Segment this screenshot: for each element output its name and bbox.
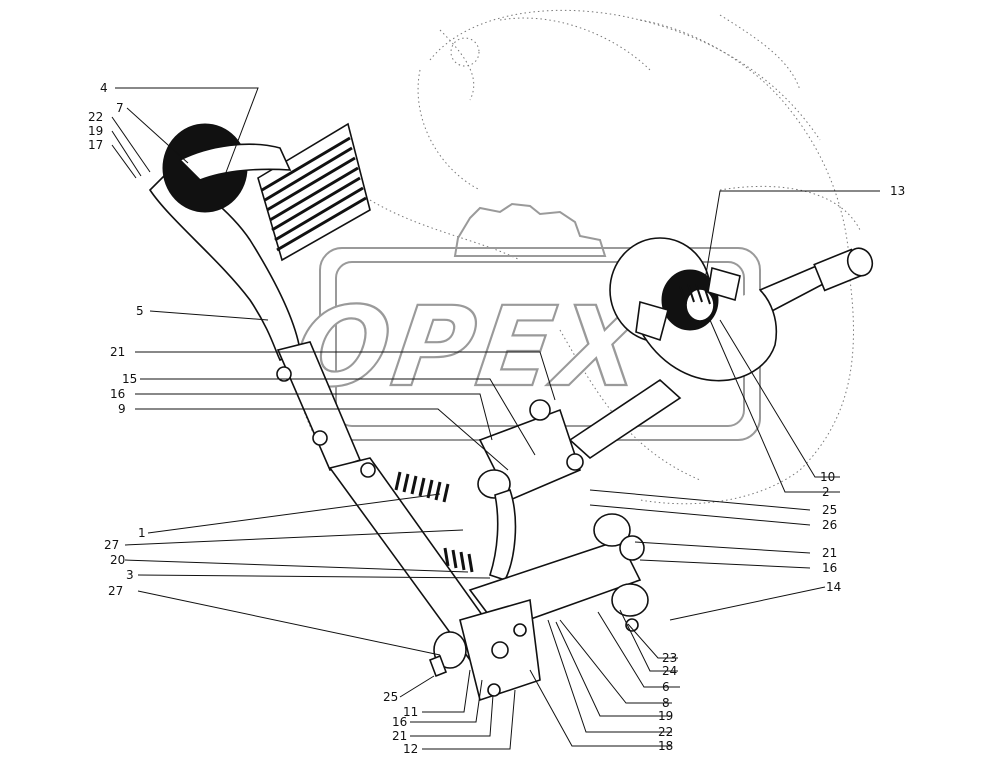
- callout-18: 18: [658, 739, 673, 753]
- callout-1: 1: [138, 526, 146, 540]
- callout-22: 22: [88, 110, 103, 124]
- callout-7: 7: [116, 101, 124, 115]
- callout-5: 5: [136, 304, 144, 318]
- pedal-boot: [162, 123, 292, 213]
- callout-16: 16: [822, 561, 837, 575]
- callout-12: 12: [403, 742, 418, 756]
- callout-labels: 4 7 22 19 17 5 21 15 16 9 1 27 20 3 27 2…: [88, 81, 905, 756]
- callout-3: 3: [126, 568, 134, 582]
- callout-16: 16: [110, 387, 125, 401]
- callout-27: 27: [104, 538, 119, 552]
- lower-bracket: [428, 598, 541, 702]
- callout-27: 27: [108, 584, 123, 598]
- callout-25: 25: [383, 690, 398, 704]
- callout-2: 2: [822, 485, 830, 499]
- pedal-lever: [148, 169, 502, 662]
- callout-14: 14: [826, 580, 841, 594]
- callout-4: 4: [100, 81, 108, 95]
- callout-24: 24: [662, 664, 677, 678]
- pedal-pad: [257, 122, 371, 262]
- callout-13: 13: [890, 184, 905, 198]
- callout-10: 10: [820, 470, 835, 484]
- callout-11: 11: [403, 705, 418, 719]
- callout-26: 26: [822, 518, 837, 532]
- callout-22: 22: [658, 725, 673, 739]
- clutch-cam-housing: [609, 237, 778, 382]
- return-spring: [394, 471, 474, 573]
- callout-19: 19: [88, 124, 103, 138]
- callout-8: 8: [662, 696, 670, 710]
- leader-lines: [111, 87, 880, 750]
- housing-outline-dotted: [299, 9, 861, 561]
- callout-21: 21: [822, 546, 837, 560]
- callout-6: 6: [662, 680, 670, 694]
- watermark-text: OPEX: [287, 283, 656, 411]
- callout-23: 23: [662, 651, 677, 665]
- callout-21: 21: [110, 345, 125, 359]
- callout-17: 17: [88, 138, 103, 152]
- callout-9: 9: [118, 402, 126, 416]
- callout-19: 19: [658, 709, 673, 723]
- callout-15: 15: [122, 372, 137, 386]
- callout-25: 25: [822, 503, 837, 517]
- callout-16: 16: [392, 715, 407, 729]
- callout-21: 21: [392, 729, 407, 743]
- callout-20: 20: [110, 553, 125, 567]
- middle-lever: [477, 399, 584, 581]
